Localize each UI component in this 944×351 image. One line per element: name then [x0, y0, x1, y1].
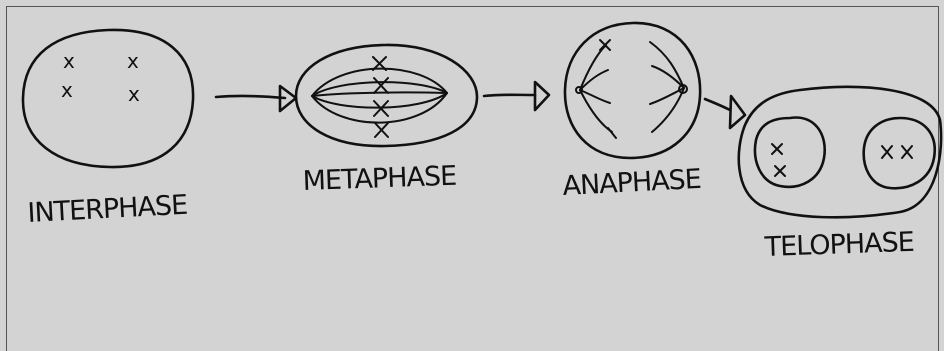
stage-label-telophase: TELOPHASE [763, 227, 914, 263]
anaphase-cell [563, 21, 702, 160]
canvas-border [6, 6, 939, 351]
stage-label-metaphase: METAPHASE [302, 161, 456, 197]
metaphase-cell [294, 43, 479, 148]
chromosome: x [61, 78, 73, 102]
interphase-cell: x x x x [21, 28, 195, 169]
arrow-icon [214, 84, 298, 113]
arrow-icon [703, 94, 747, 130]
arrow-icon [482, 80, 551, 112]
chromosome: x [127, 49, 139, 73]
chromosome: x [63, 49, 75, 73]
telophase-cell [737, 85, 943, 219]
stage-label-anaphase: ANAPHASE [562, 164, 702, 202]
stage-label-interphase: INTERPHASE [27, 190, 188, 229]
chromosome: x [128, 82, 140, 106]
